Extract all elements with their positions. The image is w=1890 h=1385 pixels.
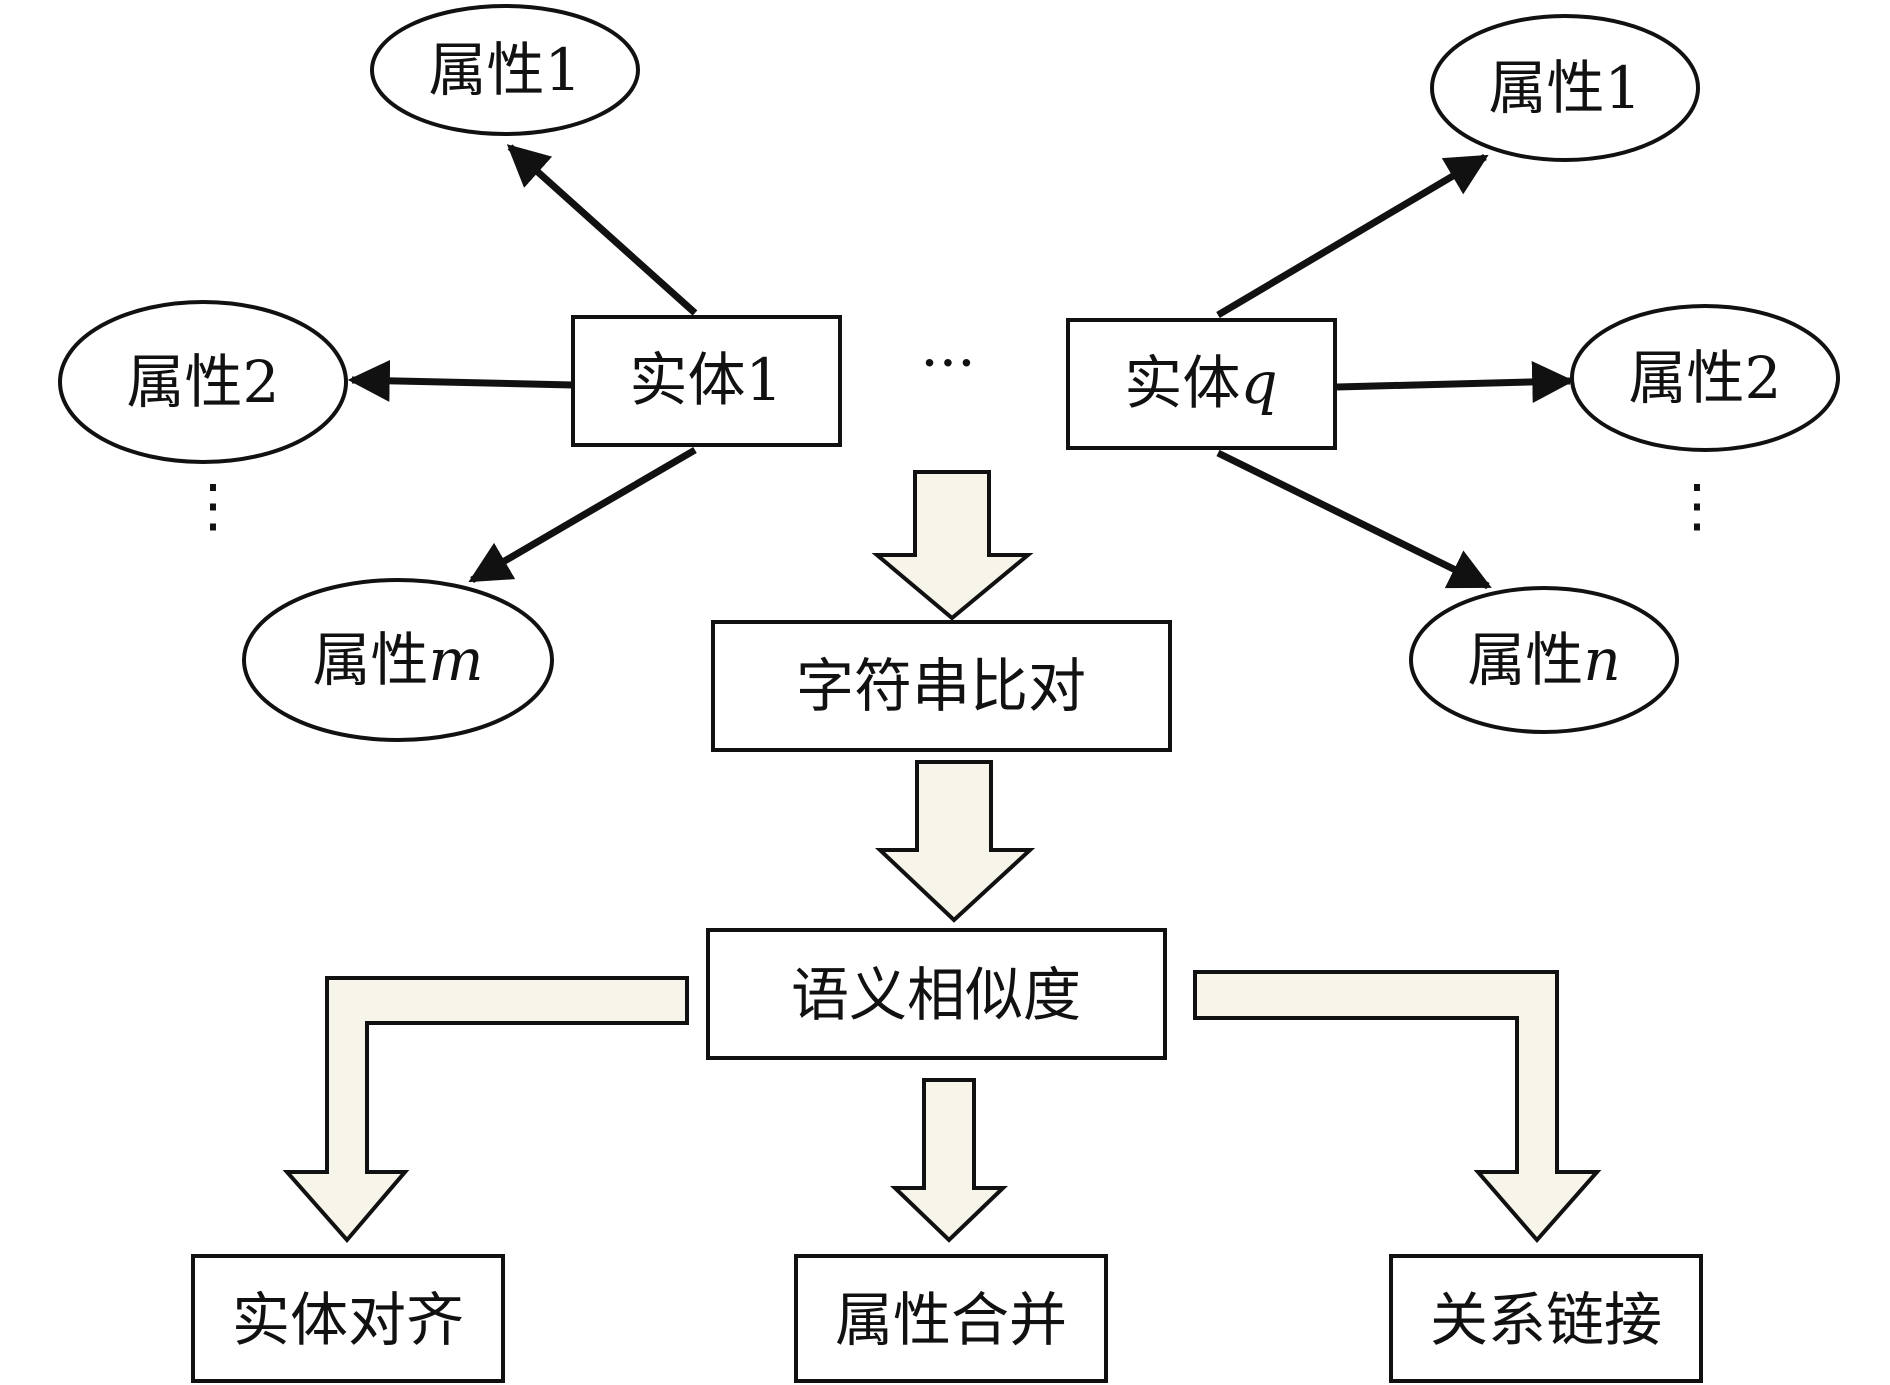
attr-right-1-label: 属性1 (1489, 54, 1642, 122)
semantic-similarity-label: 语义相似度 (791, 961, 1081, 1029)
arrow-entityq-to-attr2 (1336, 360, 1575, 403)
block-arrow-to-string-compare (871, 470, 1034, 621)
attr-left-1-node: 属性1 (370, 4, 640, 136)
attr-right-1-node: 属性1 (1430, 14, 1700, 162)
attr-left-2-node: 属性2 (58, 300, 348, 464)
attribute-merge-node: 属性合并 (794, 1254, 1108, 1383)
block-arrow-to-relation-linking (1193, 970, 1602, 1244)
block-arrow-to-semantic-similarity (874, 760, 1036, 923)
entity-q-label: 实体q (1124, 349, 1277, 417)
attr-right-n-label: 属性n (1467, 626, 1620, 694)
arrow-entity1-to-attr2 (347, 359, 574, 402)
string-compare-node: 字符串比对 (711, 620, 1172, 752)
right-vertical-ellipsis: ⋮ (1668, 471, 1726, 539)
attr-right-n-node: 属性n (1409, 586, 1679, 734)
relation-linking-node: 关系链接 (1389, 1254, 1703, 1383)
block-arrow-to-attribute-merge (890, 1078, 1008, 1243)
entity-1-node: 实体1 (571, 315, 842, 447)
entity-alignment-label: 实体对齐 (232, 1286, 464, 1354)
string-compare-label: 字符串比对 (796, 652, 1086, 720)
attr-right-2-label: 属性2 (1629, 344, 1782, 412)
arrow-entity1-to-attrm (468, 446, 697, 584)
entity-1-label: 实体1 (630, 346, 783, 414)
block-arrow-to-entity-alignment (282, 976, 689, 1244)
entity-alignment-node: 实体对齐 (191, 1254, 505, 1383)
arrow-entityq-to-attr1 (1216, 153, 1489, 319)
semantic-similarity-node: 语义相似度 (706, 928, 1167, 1060)
attr-left-2-label: 属性2 (127, 348, 280, 416)
horizontal-ellipsis: ··· (920, 329, 975, 397)
attribute-merge-label: 属性合并 (835, 1286, 1067, 1354)
attr-left-1-label: 属性1 (429, 36, 582, 104)
attr-left-m-node: 属性m (242, 578, 554, 742)
relation-linking-label: 关系链接 (1430, 1286, 1662, 1354)
attr-right-2-node: 属性2 (1570, 304, 1840, 452)
left-vertical-ellipsis: ⋮ (184, 471, 242, 539)
entity-q-node: 实体q (1066, 318, 1337, 450)
arrow-entity1-to-attr1 (506, 144, 698, 316)
attr-left-m-label: 属性m (312, 626, 483, 694)
arrow-entityq-to-attrn (1216, 449, 1492, 590)
